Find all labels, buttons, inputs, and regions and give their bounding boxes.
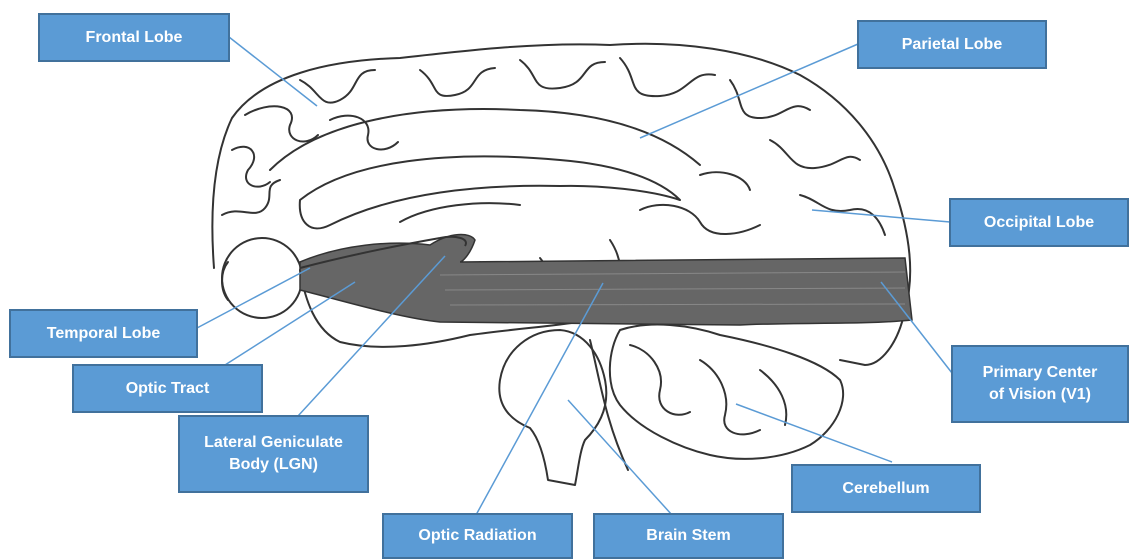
primary-vision-label: Primary Center of Vision (V1) (951, 345, 1129, 423)
optic-radiation-text: Optic Radiation (418, 525, 536, 547)
frontal-lobe-label: Frontal Lobe (38, 13, 230, 62)
primary-vision-text-line1: Primary Center (983, 362, 1098, 384)
parietal-lobe-label: Parietal Lobe (857, 20, 1047, 69)
cerebellum-label: Cerebellum (791, 464, 981, 513)
leader-primary-vision (881, 282, 952, 373)
optic-tract-text: Optic Tract (126, 378, 210, 400)
temporal-lobe-label: Temporal Lobe (9, 309, 198, 358)
optic-radiation-band (300, 235, 912, 325)
occipital-lobe-label: Occipital Lobe (949, 198, 1129, 247)
parietal-lobe-text: Parietal Lobe (902, 34, 1002, 56)
optic-radiation-label: Optic Radiation (382, 513, 573, 559)
brain-stem-outline (499, 330, 606, 485)
optic-tract-label: Optic Tract (72, 364, 263, 413)
leader-occipital-lobe (812, 210, 950, 222)
leader-brain-stem (568, 400, 672, 515)
lgn-text-line1: Lateral Geniculate (204, 432, 343, 454)
primary-vision-text-line2: of Vision (V1) (989, 384, 1091, 406)
corpus-callosum (300, 156, 680, 228)
occipital-lobe-text: Occipital Lobe (984, 212, 1094, 234)
lgn-label: Lateral Geniculate Body (LGN) (178, 415, 369, 493)
lgn-text-line2: Body (LGN) (229, 454, 318, 476)
leader-cerebellum (736, 404, 892, 462)
temporal-lobe-text: Temporal Lobe (47, 323, 161, 345)
brain-stem-label: Brain Stem (593, 513, 784, 559)
cerebellum-text: Cerebellum (842, 478, 929, 500)
cerebellum-outline (610, 325, 843, 459)
leader-optic-tract (225, 282, 355, 365)
brain-stem-text: Brain Stem (646, 525, 730, 547)
leader-temporal-lobe (197, 268, 310, 328)
frontal-lobe-text: Frontal Lobe (86, 27, 183, 49)
